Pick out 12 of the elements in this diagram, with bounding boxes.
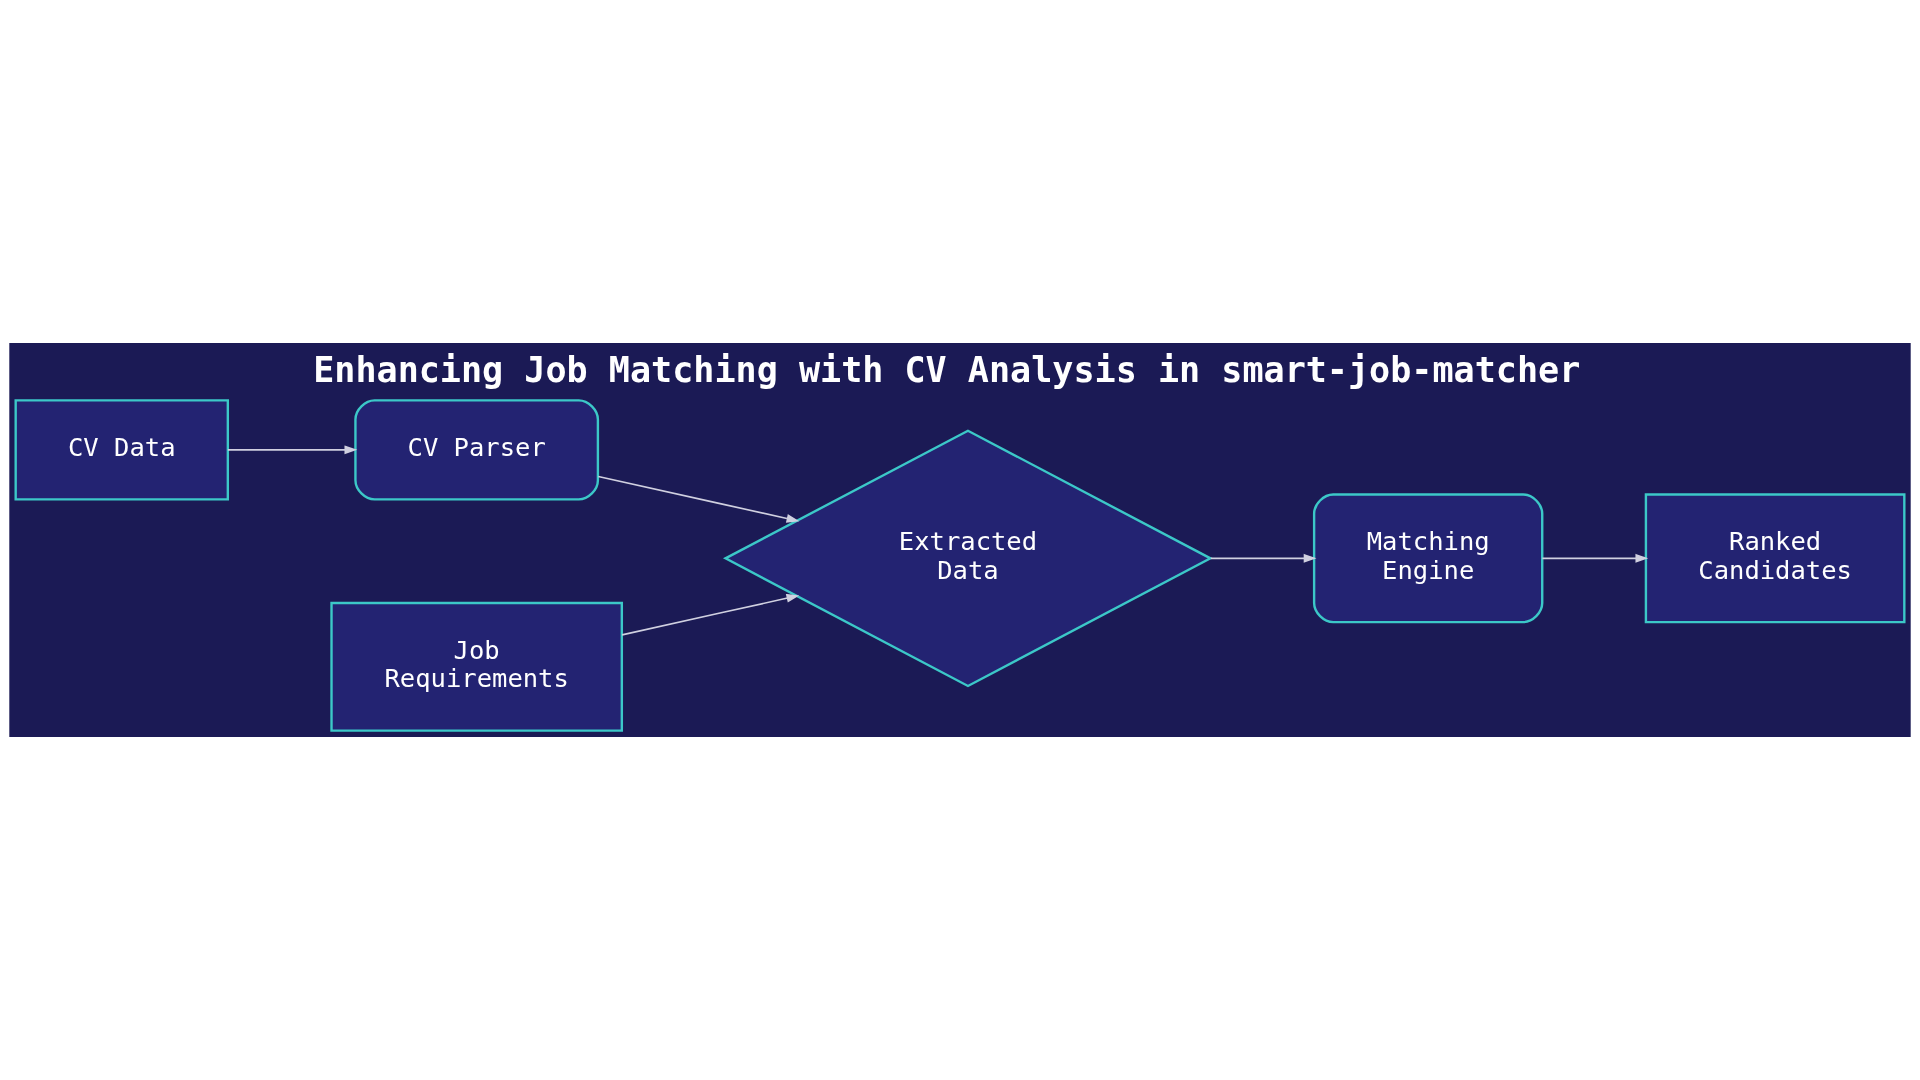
node-box: Matching Engine [1312, 493, 1544, 624]
arrow [1210, 553, 1317, 563]
node-diamond: Extracted Data [722, 429, 1213, 688]
diagram-title: Enhancing Job Matching with CV Analysis in smart-job-matcher [313, 349, 1581, 391]
node-box: CV Data [14, 399, 230, 501]
arrow [1541, 553, 1649, 563]
arrow [227, 445, 358, 455]
node-box: CV Parser [354, 399, 600, 501]
arrow [621, 593, 800, 636]
arrow [597, 475, 800, 523]
node-box: Job Requirements [330, 601, 624, 732]
node-box: Ranked Candidates [1644, 493, 1906, 624]
